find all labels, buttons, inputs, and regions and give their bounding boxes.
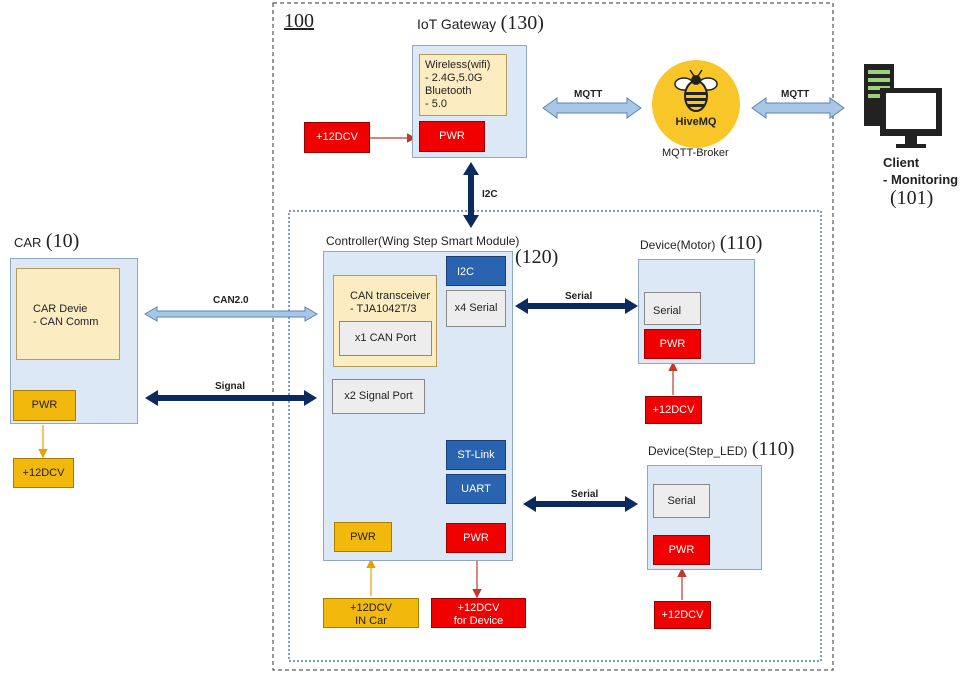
controller-power-out-line-2: for Device: [432, 615, 525, 628]
led-power: +12DCV: [654, 601, 711, 629]
bee-icon: [652, 60, 740, 148]
led-title: Device(Step_LED) (110): [648, 438, 794, 461]
mqtt-arrow-gateway-broker: [543, 98, 641, 118]
controller-power-in-line-1: +12DCV: [324, 602, 418, 615]
gateway-ref: (130): [501, 12, 544, 34]
wireless-line-3: Bluetooth: [425, 85, 501, 98]
controller-power-in-line-2: IN Car: [324, 615, 418, 628]
gateway-title-text: IoT Gateway: [417, 16, 496, 32]
wireless-line-1: Wireless(wifi): [425, 59, 501, 72]
mqtt-arrow-broker-client: [752, 98, 844, 118]
led-title-text: Device(Step_LED): [648, 444, 747, 458]
client-ref: (101): [890, 187, 933, 210]
gateway-power-in: +12DCV: [304, 122, 370, 153]
controller-pwr-in: PWR: [334, 522, 392, 552]
system-ref: 100: [284, 10, 314, 33]
stlink-port: ST-Link: [446, 440, 506, 470]
computer-icon: [860, 62, 945, 152]
wireless-line-2: - 2.4G,5.0G: [425, 72, 501, 85]
gateway-title: IoT Gateway (130): [417, 12, 544, 35]
controller-pwr-out: PWR: [446, 523, 506, 553]
uart-port: UART: [446, 474, 506, 504]
signal-port: x2 Signal Port: [332, 379, 425, 414]
mqtt-label-right: MQTT: [781, 88, 809, 101]
serial-label-led: Serial: [571, 488, 598, 501]
i2c-arrow: [463, 162, 479, 228]
controller-power-out: +12DCV for Device: [431, 598, 526, 628]
gateway-pwr: PWR: [419, 121, 485, 152]
client-title: Client: [883, 155, 919, 170]
hivemq-logo-text: HiveMQ: [652, 116, 740, 128]
led-pwr: PWR: [653, 535, 710, 565]
motor-ref: (110): [720, 232, 763, 254]
client-subtitle: - Monitoring: [883, 172, 958, 187]
led-ref: (110): [752, 438, 795, 460]
can-arrow: [145, 307, 317, 321]
gateway-wireless-box: Wireless(wifi) - 2.4G,5.0G Bluetooth - 5…: [419, 54, 507, 116]
motor-serial: Serial: [644, 292, 701, 325]
controller-title: Controller(Wing Step Smart Module): [326, 234, 519, 248]
i2c-label: I2C: [482, 188, 498, 201]
car-pwr: PWR: [13, 390, 76, 421]
signal-label: Signal: [215, 380, 245, 393]
serial-port: x4 Serial: [446, 290, 506, 327]
broker-label: MQTT-Broker: [662, 147, 729, 160]
car-power: +12DCV: [13, 458, 74, 488]
car-title: CAR (10): [14, 230, 79, 253]
car-device-box: CAR Devie - CAN Comm: [16, 268, 120, 360]
hivemq-logo: HiveMQ: [652, 60, 740, 148]
can-label: CAN2.0: [213, 294, 249, 307]
client-icon: [860, 62, 945, 152]
motor-power: +12DCV: [645, 396, 702, 424]
car-title-text: CAR: [14, 235, 41, 250]
led-serial: Serial: [653, 484, 710, 518]
can-transceiver-line-2: - TJA1042T/3: [350, 303, 436, 316]
car-device-line-2: - CAN Comm: [33, 316, 119, 329]
can-transceiver-line-1: CAN transceiver: [350, 290, 436, 303]
serial-label-motor: Serial: [565, 290, 592, 303]
wireless-line-4: - 5.0: [425, 98, 501, 111]
i2c-port: I2C: [446, 256, 506, 286]
motor-title-text: Device(Motor): [640, 238, 715, 252]
can-port: x1 CAN Port: [339, 321, 432, 356]
motor-pwr: PWR: [644, 329, 701, 359]
car-device-line-1: CAR Devie: [33, 303, 119, 316]
controller-power-in: +12DCV IN Car: [323, 598, 419, 628]
mqtt-label-left: MQTT: [574, 88, 602, 101]
motor-title: Device(Motor) (110): [640, 232, 762, 255]
controller-power-out-line-1: +12DCV: [432, 602, 525, 615]
controller-ref: (120): [515, 246, 558, 269]
car-ref: (10): [46, 230, 79, 252]
